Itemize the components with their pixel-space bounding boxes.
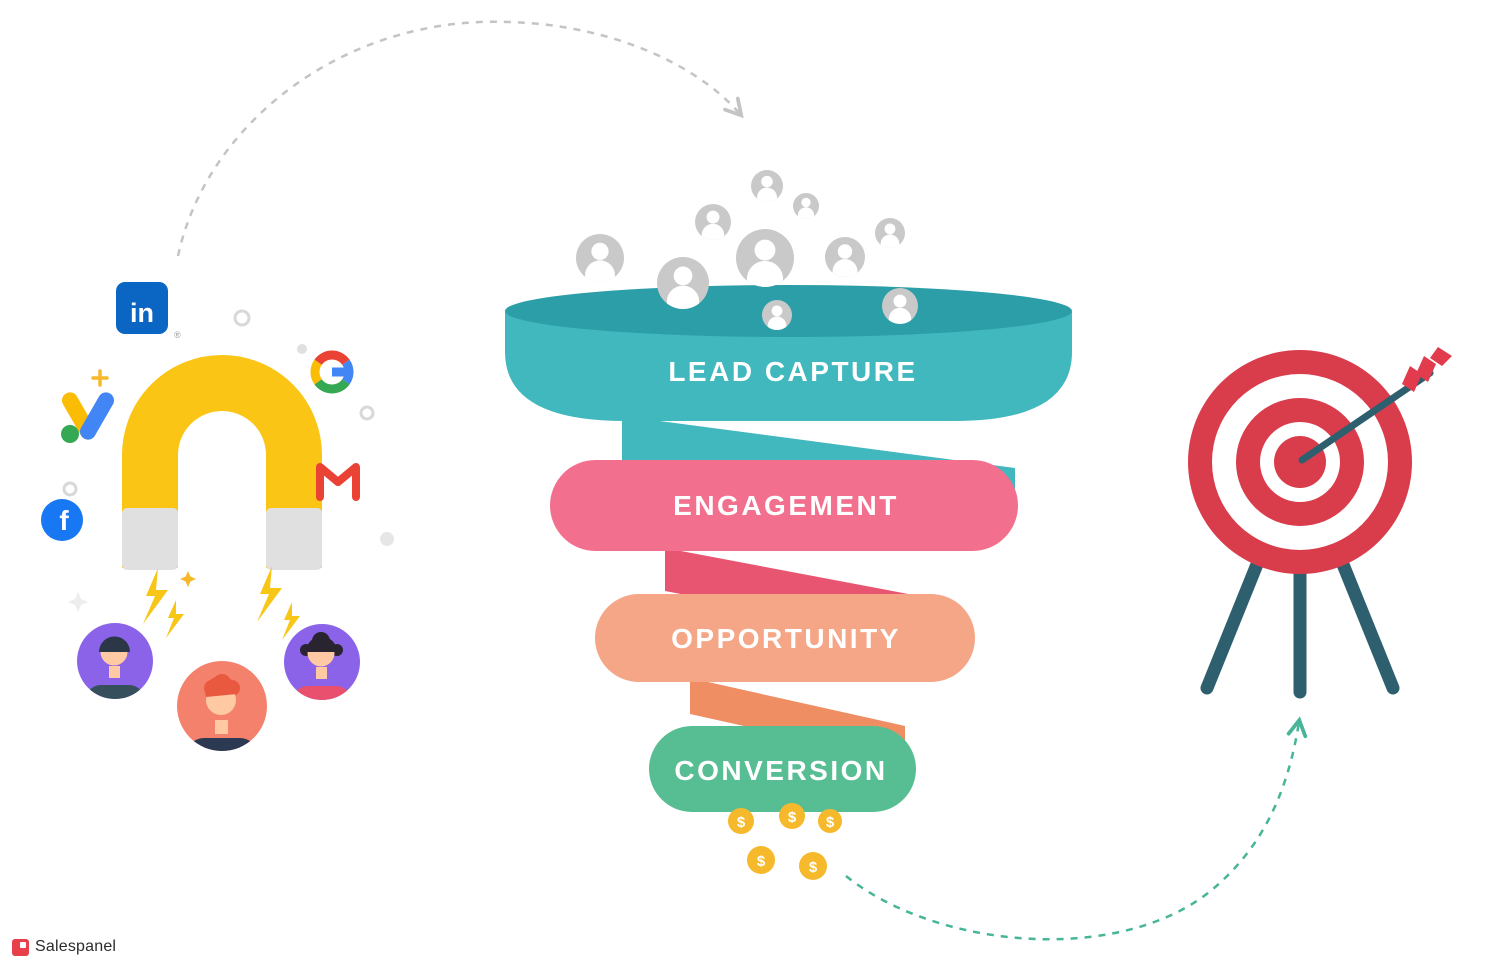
- funnel-stage-engagement: [550, 460, 1018, 551]
- lead-user-icon: [875, 218, 905, 253]
- decor-dot: [359, 405, 375, 421]
- facebook-label: f: [59, 505, 69, 536]
- salespanel-logo-text: Salespanel: [35, 938, 117, 955]
- decor-dot: [380, 532, 394, 546]
- linkedin-reg-mark: ®: [174, 330, 181, 340]
- coin-icon: $: [799, 852, 827, 880]
- decor-dot: [62, 481, 78, 497]
- flow-arrow-coins-to-target: [845, 722, 1299, 941]
- funnel: LEAD CAPTURE ENGAGEMENT OPPORTUNITY CONV…: [505, 170, 1072, 880]
- decor-dot: [233, 309, 251, 327]
- coin-symbol: $: [809, 859, 818, 876]
- coin-symbol: $: [826, 814, 835, 831]
- magnet-icon: [122, 355, 322, 570]
- dart-arrow-icon: [1298, 347, 1452, 464]
- funnel-stage-label-opportunity: OPPORTUNITY: [671, 623, 901, 654]
- lightning-bolt-icon: [257, 566, 282, 622]
- lead-avatar-left: [77, 623, 153, 699]
- lightning-bolt-icon: [143, 568, 168, 624]
- lightning-bolts: [143, 566, 300, 640]
- decor-sparkle: [68, 592, 88, 612]
- coin-symbol: $: [788, 809, 797, 826]
- funnel-stage-label-lead-capture: LEAD CAPTURE: [668, 356, 917, 387]
- conversion-coins: $ $ $ $ $: [728, 803, 842, 880]
- google-ads-icon: [61, 392, 114, 443]
- lead-user-icon: [576, 234, 624, 290]
- salespanel-logo-icon: [12, 938, 29, 956]
- facebook-icon: f: [41, 499, 83, 541]
- linkedin-label: in: [130, 298, 154, 328]
- coin-icon: $: [779, 803, 805, 829]
- lightning-bolt-icon: [166, 600, 184, 638]
- linkedin-icon: in ®: [116, 282, 181, 340]
- target-legs: [1200, 545, 1400, 699]
- funnel-stage-conversion: [649, 726, 916, 812]
- coin-symbol: $: [737, 814, 746, 831]
- funnel-stage-label-conversion: CONVERSION: [674, 755, 887, 786]
- coin-symbol: $: [757, 853, 766, 870]
- decor-plus: [91, 369, 109, 387]
- lightning-bolt-icon: [282, 602, 300, 640]
- lead-user-icon: [793, 193, 819, 224]
- decor-dot: [297, 344, 307, 354]
- lead-user-icon: [825, 237, 865, 284]
- coin-icon: $: [818, 809, 842, 833]
- coin-icon: $: [747, 846, 775, 874]
- target: [1188, 347, 1452, 699]
- funnel-stage-label-engagement: ENGAGEMENT: [673, 490, 899, 521]
- lead-user-icon: [751, 170, 783, 208]
- flow-arrow-magnet-to-funnel: [176, 20, 740, 257]
- lead-avatar-middle: [177, 661, 267, 751]
- lead-avatar-right: [284, 624, 360, 700]
- google-icon: [310, 350, 354, 394]
- gmail-icon: [316, 463, 360, 501]
- lead-user-icon: [695, 204, 731, 246]
- coin-icon: $: [728, 808, 754, 834]
- funnel-stage-opportunity: [595, 594, 975, 682]
- brand-logo: Salespanel: [12, 938, 116, 956]
- lead-magnet-cluster: in ® f: [41, 282, 394, 751]
- decor-sparkle: [180, 571, 196, 587]
